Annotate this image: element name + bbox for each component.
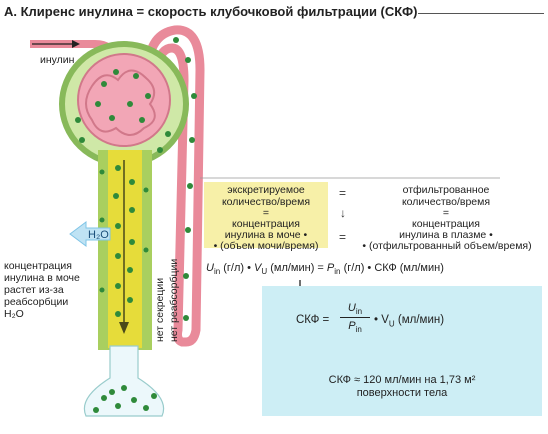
gfr-den-sub: in: [355, 325, 362, 335]
formula-p: P: [326, 262, 335, 274]
filtered-line3: концентрация: [412, 218, 480, 230]
gfr-box: [262, 286, 542, 416]
excreted-line1: экскретируемое: [227, 184, 305, 196]
formula-p-unit: (г/л) • СКФ (мл/мин): [343, 262, 444, 274]
excreted-line5: • (объем мочи/время): [213, 240, 319, 252]
gfr-numerator: Uin: [340, 302, 370, 319]
filtered-line5: • (отфильтрованный объем/время): [362, 240, 532, 252]
formula-v-unit: (мл/мин) =: [270, 262, 324, 274]
formula-v: V: [254, 262, 262, 274]
title-rule: [418, 13, 544, 14]
no-secretion-label: нет секреции: [154, 277, 166, 342]
excreted-line3: концентрация: [232, 218, 300, 230]
gfr-unit: (мл/мин): [397, 314, 445, 326]
flow-arrowhead: [119, 322, 129, 334]
gfr-rhs: • VU (мл/мин): [374, 314, 444, 328]
inulin-label: инулин: [40, 54, 75, 66]
gfr-den: P: [348, 320, 356, 332]
inulin-dots: [75, 37, 197, 413]
page-title: A. Клиренс инулина = скорость клубочково…: [4, 4, 418, 19]
middle-eq-bottom: =: [339, 230, 347, 244]
gfr-denominator: Pin: [340, 320, 370, 334]
glomerulus: [77, 53, 171, 147]
gfr-rhs-sub: U: [388, 319, 395, 329]
conc-line2: инулина в моче: [4, 272, 80, 284]
formula-p-sub: in: [334, 267, 341, 277]
gfr-rhs-v: • V: [374, 314, 389, 326]
conc-line1: концентрация: [4, 260, 72, 272]
inulin-arrowhead: [72, 40, 80, 48]
filtered-line2: количество/время: [401, 196, 491, 208]
no-reabsorption-label: нет реабсорбции: [168, 258, 180, 342]
excreted-box: [204, 182, 328, 248]
middle-arrow: ↓: [340, 206, 346, 220]
gfr-num-sub: in: [355, 307, 363, 317]
excreted-eq: =: [262, 207, 270, 219]
formula-u: U: [206, 262, 214, 274]
conc-line4: реабсорбции: [4, 296, 69, 308]
efferent-arteriole: [143, 25, 205, 347]
tubule-lumen: [108, 150, 142, 348]
h2o-label: H₂O: [88, 229, 109, 241]
filtered-eq: =: [442, 207, 450, 219]
middle-eq-top: =: [339, 186, 347, 200]
formula-u-sub: in: [213, 267, 221, 277]
formula-u-unit: (г/л) •: [223, 262, 251, 274]
gfr-num: U: [347, 302, 356, 314]
conc-line3: растет из-за: [4, 284, 64, 296]
gfr-lhs: СКФ =: [296, 314, 330, 326]
collecting-flask: [83, 345, 165, 417]
excreted-line2: количество/время: [221, 196, 311, 208]
excreted-line4: инулина в моче •: [224, 229, 308, 241]
formula-v-sub: U: [261, 267, 268, 277]
conc-line5: H₂O: [4, 308, 24, 320]
filtered-line1: отфильтрованное: [402, 184, 490, 196]
gfr-value-line2: поверхности тела: [356, 387, 448, 399]
filtered-line4: инулина в плазме •: [399, 229, 493, 241]
h2o-arrow: [69, 221, 111, 247]
gfr-value-line1: СКФ ≈ 120 мл/мин на 1,73 м²: [328, 374, 476, 386]
glomerular-loops: [85, 69, 156, 136]
clearance-formula: Uin (г/л) • VU (мл/мин) = Pin (г/л) • СК…: [206, 262, 444, 276]
